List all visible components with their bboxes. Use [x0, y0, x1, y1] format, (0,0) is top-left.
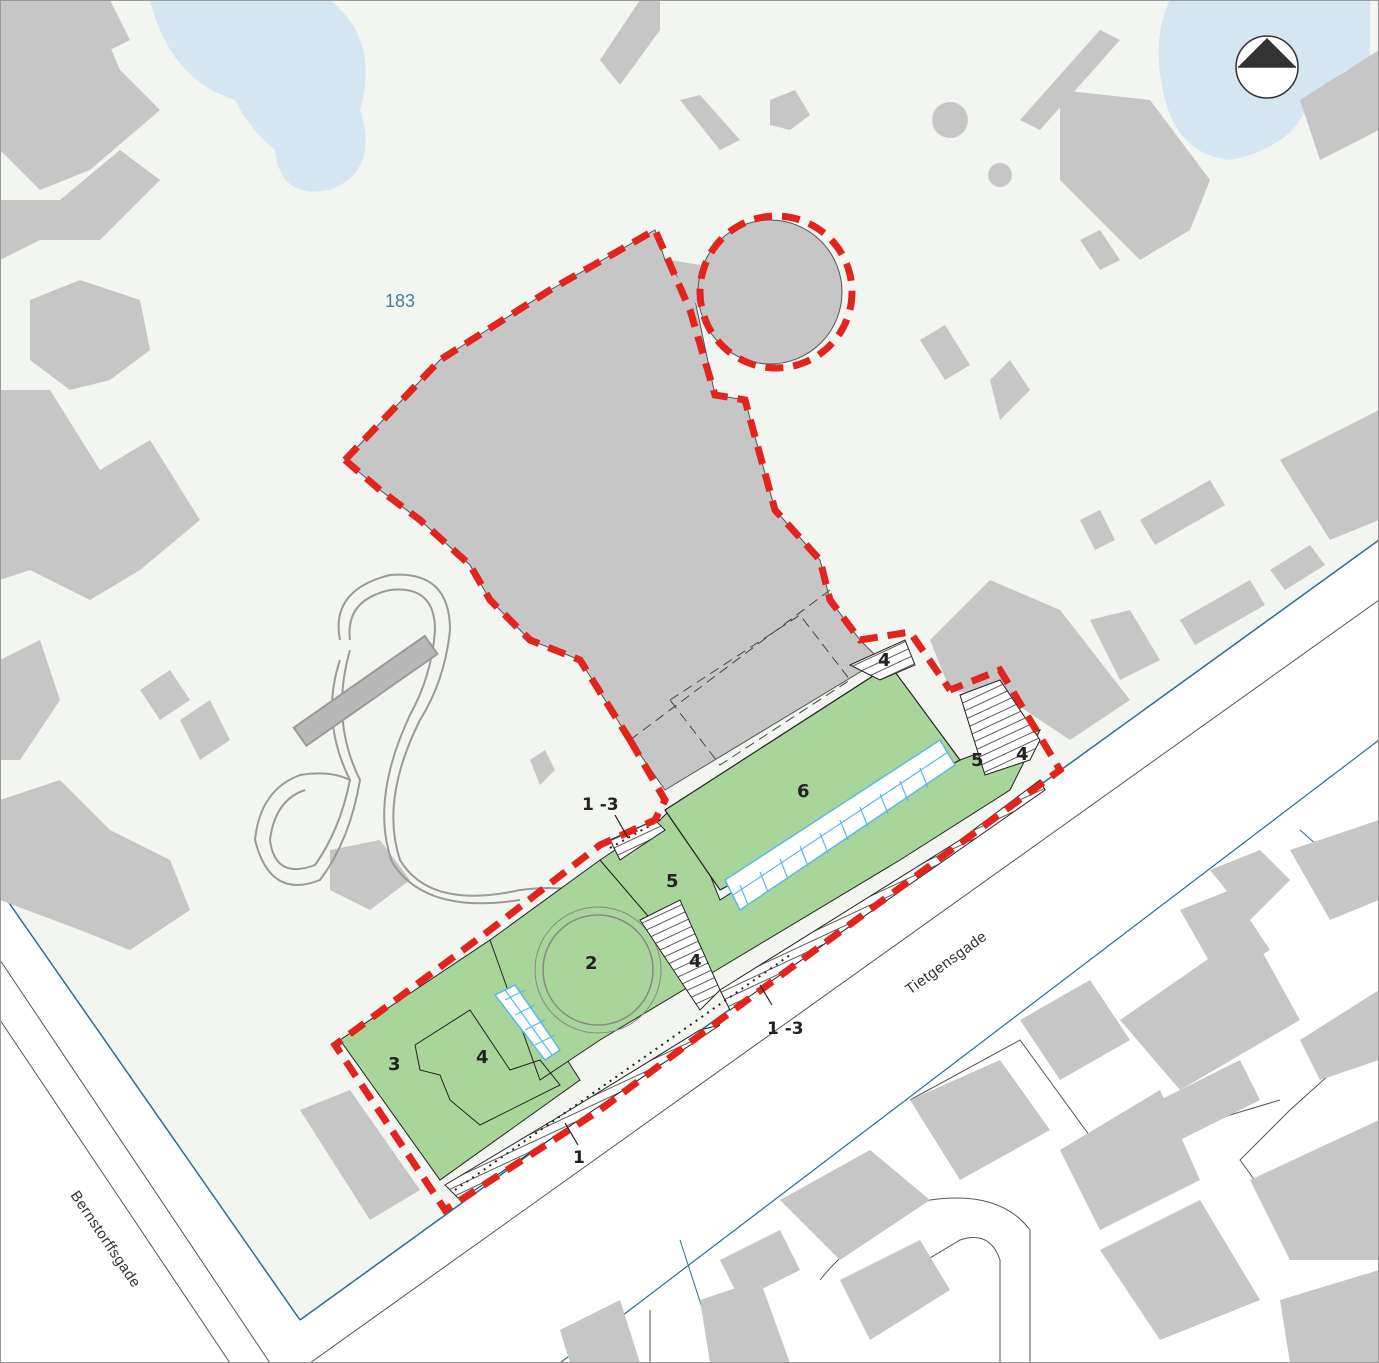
zone-4-outline	[414, 1009, 561, 1126]
zone-label-3: 3	[388, 1054, 401, 1075]
zone-label-4-west: 4	[476, 1047, 489, 1068]
lake-west	[150, 0, 366, 192]
zone-label-5-east: 5	[971, 750, 984, 771]
site-boundary	[330, 212, 1065, 1215]
leader-lines	[564, 814, 773, 1146]
zone-label-1: 1	[573, 1148, 585, 1168]
zone-label-2: 2	[585, 953, 598, 974]
glass-roofs	[493, 738, 957, 1062]
carousel	[542, 914, 654, 1026]
zone-label-5-west: 5	[666, 871, 679, 892]
plot-number: 183	[385, 291, 415, 311]
roller-coaster	[253, 573, 621, 921]
zone-label-4-east: 4	[1016, 744, 1029, 765]
zone-label-4-mid: 4	[689, 951, 702, 972]
zone-label-4-north: 4	[878, 650, 891, 671]
zone-label-6: 6	[797, 781, 810, 802]
north-arrow-icon	[1235, 35, 1299, 99]
zone-label-1-3-south: 1 -3	[767, 1019, 804, 1039]
zone-6-building	[664, 664, 961, 891]
zone-label-1-3-north: 1 -3	[582, 795, 619, 815]
dotted-lines	[454, 819, 791, 1191]
